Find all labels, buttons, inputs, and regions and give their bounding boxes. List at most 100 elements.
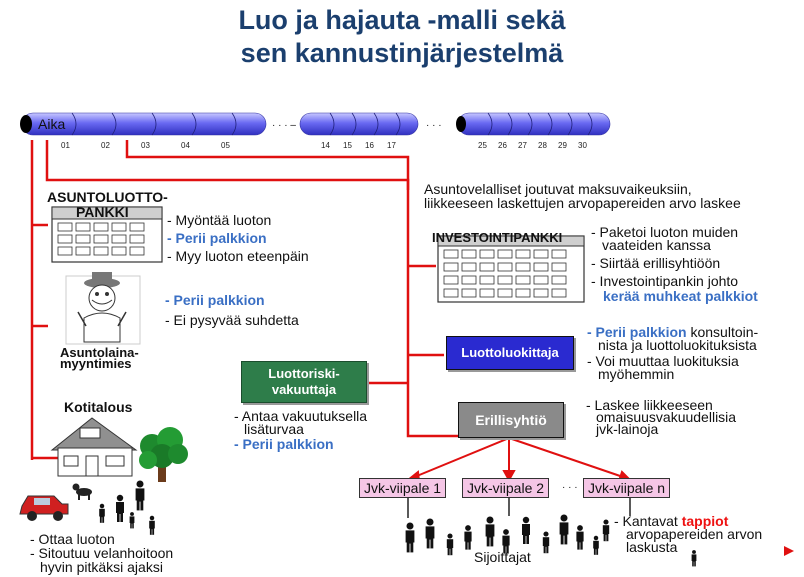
erillisyhtio-item-2: omaisuusvakuudellisia: [596, 409, 737, 425]
person-icon: [116, 494, 124, 522]
car-icon: [19, 495, 69, 521]
viipale-dots: · · ·: [562, 482, 578, 493]
timeline-tick: 03: [141, 141, 150, 150]
top-note-line-2: liikkeeseen laskettujen arvopapereiden a…: [424, 195, 741, 211]
luottoluokittaja-items: - Perii palkkion konsultoin- nista ja lu…: [587, 324, 759, 382]
asuntoluottopankki-item-2: - Perii palkkion: [167, 230, 267, 246]
top-note: Asuntovelalliset joutuvat maksuvaikeuksi…: [424, 182, 741, 210]
timeline-ellipsis-2: · · ·: [426, 120, 442, 131]
sijoittajat-items: - Kantavat tappiot arvopapereiden arvon …: [614, 513, 763, 555]
timeline-tick: 25: [478, 141, 487, 150]
erillisyhtio-item-3: jvk-lainoja: [596, 421, 659, 437]
luottoriski-label-line-2: vakuuttaja: [271, 382, 337, 397]
luottoriski-item-2: lisäturvaa: [244, 421, 304, 437]
timeline-ellipsis-1: · · · –: [272, 120, 296, 131]
person-icon: [464, 525, 472, 550]
investointipankki-item-1: - Paketoi luoton muiden: [591, 224, 739, 240]
investointipankki-item-3: - Siirtää erillisyhtiöön: [591, 255, 721, 271]
kotitalous-item-1: - Ottaa luoton: [30, 531, 115, 547]
luottoluokittaja-item-1: - Perii palkkion konsultoin-: [587, 324, 759, 340]
top-note-line-1: Asuntovelalliset joutuvat maksuvaikeuksi…: [424, 181, 692, 197]
person-icon: [593, 535, 599, 555]
timeline-tick: 02: [101, 141, 110, 150]
luottoriski-item-3: - Perii palkkion: [234, 436, 334, 452]
salesman-icon: [65, 272, 141, 345]
sijoittajat-item-highlight: tappiot: [681, 513, 729, 529]
person-icon: [542, 531, 550, 554]
luottoluokittaja-box: Luottoluokittaja: [446, 336, 574, 370]
myyntimies-label-line-2: myyntimies: [60, 356, 132, 371]
house-icon: [50, 417, 138, 477]
luottoriski-label-line-1: Luottoriski-: [268, 366, 340, 381]
person-icon: [559, 514, 569, 545]
investointipankki-label: INVESTOINTIPANKKI: [432, 230, 563, 245]
timeline-tick: 15: [343, 141, 352, 150]
person-icon: [425, 518, 435, 549]
timeline-tick: 05: [221, 141, 230, 150]
myyntimies-item-1: - Perii palkkion: [165, 292, 265, 308]
kotitalous-label: Kotitalous: [64, 399, 133, 415]
asuntoluottopankki-item-3: - Myy luoton eteenpäin: [167, 248, 309, 264]
luottoriski-box: Luottoriski- vakuuttaja: [241, 361, 367, 403]
myyntimies-label-line-1: Asuntolaina-: [60, 345, 139, 360]
dog-icon: [72, 483, 92, 500]
sijoittajat-item-line-2: arvopapereiden arvon: [626, 526, 763, 542]
person-icon: [446, 533, 454, 556]
luottoluokittaja-item-1-line-2: nista ja luottoluokituksista: [598, 337, 757, 353]
person-icon: [502, 529, 510, 554]
investointipankki-items: - Paketoi luoton muiden vaateiden kanssa…: [591, 224, 758, 303]
timeline-tick: 17: [387, 141, 396, 150]
kotitalous-items: - Ottaa luoton - Sitoutuu velanhoitoon h…: [30, 532, 173, 574]
timeline-tick: 30: [578, 141, 587, 150]
luottoluokittaja-item-1-rest: konsultoin-: [686, 324, 759, 340]
luottoriski-item-1: - Antaa vakuutuksella: [234, 408, 368, 424]
viipale-1: Jvk-viipale 1: [359, 478, 447, 498]
title-line-2: sen kannustinjärjestelmä: [240, 38, 564, 68]
timeline-tube-3: [456, 112, 611, 136]
erillisyhtio-item-1: - Laskee liikkeeseen: [586, 397, 713, 413]
timeline-tick: 26: [498, 141, 507, 150]
investointipankki-item-4: - Investointipankin johto: [591, 273, 739, 289]
kotitalous-item-3: hyvin pitkäksi ajaksi: [40, 559, 163, 575]
person-icon: [485, 516, 495, 547]
timeline-tick: 04: [181, 141, 190, 150]
erillisyhtio-label: Erillisyhtiö: [475, 412, 547, 428]
next-arrow-icon: [784, 546, 794, 556]
investment-bank-building-icon: [437, 235, 585, 303]
timeline-tick: 14: [321, 141, 330, 150]
timeline-tick: 16: [365, 141, 374, 150]
luottoluokittaja-item-2-line-2: myöhemmin: [598, 366, 675, 382]
erillisyhtio-box: Erillisyhtiö: [458, 402, 564, 438]
tree-icon: [139, 427, 188, 482]
kotitalous-item-2: - Sitoutuu velanhoitoon: [30, 545, 174, 561]
timeline-tick: 29: [558, 141, 567, 150]
timeline-tick: 27: [518, 141, 527, 150]
asuntoluottopankki-label-line-1: ASUNTOLUOTTO-: [47, 189, 168, 205]
person-icon: [405, 522, 415, 553]
asuntoluottopankki-item-1: - Myöntää luoton: [167, 212, 272, 228]
luottoluokittaja-label: Luottoluokittaja: [461, 345, 559, 360]
timeline-tube-1: [20, 112, 267, 136]
flow-lines: [30, 140, 458, 460]
sijoittajat-item-prefix: - Kantavat: [614, 513, 682, 529]
timeline-tube-2: [299, 112, 419, 136]
asuntoluottopankki-label-line-2: PANKKI: [76, 204, 129, 220]
bank-building-icon: [51, 206, 163, 263]
person-icon: [576, 525, 584, 550]
person-icon: [129, 512, 135, 529]
viipale-n: Jvk-viipale n: [583, 478, 671, 498]
timeline-label: Aika: [38, 116, 66, 132]
viipale-2: Jvk-viipale 2: [462, 478, 550, 498]
erillisyhtio-items: - Laskee liikkeeseen omaisuusvakuudellis…: [586, 397, 737, 437]
person-icon: [149, 515, 155, 535]
sijoittajat-label: Sijoittajat: [474, 549, 531, 565]
person-icon: [522, 516, 530, 544]
myyntimies-item-2: - Ei pysyvää suhdetta: [165, 312, 299, 328]
person-icon: [99, 503, 105, 523]
sijoittajat-item-line-3: laskusta: [626, 539, 678, 555]
sijoittajat-item-1: - Kantavat tappiot: [614, 513, 762, 529]
person-icon: [691, 550, 697, 567]
investointipankki-item-2: vaateiden kanssa: [602, 237, 711, 253]
